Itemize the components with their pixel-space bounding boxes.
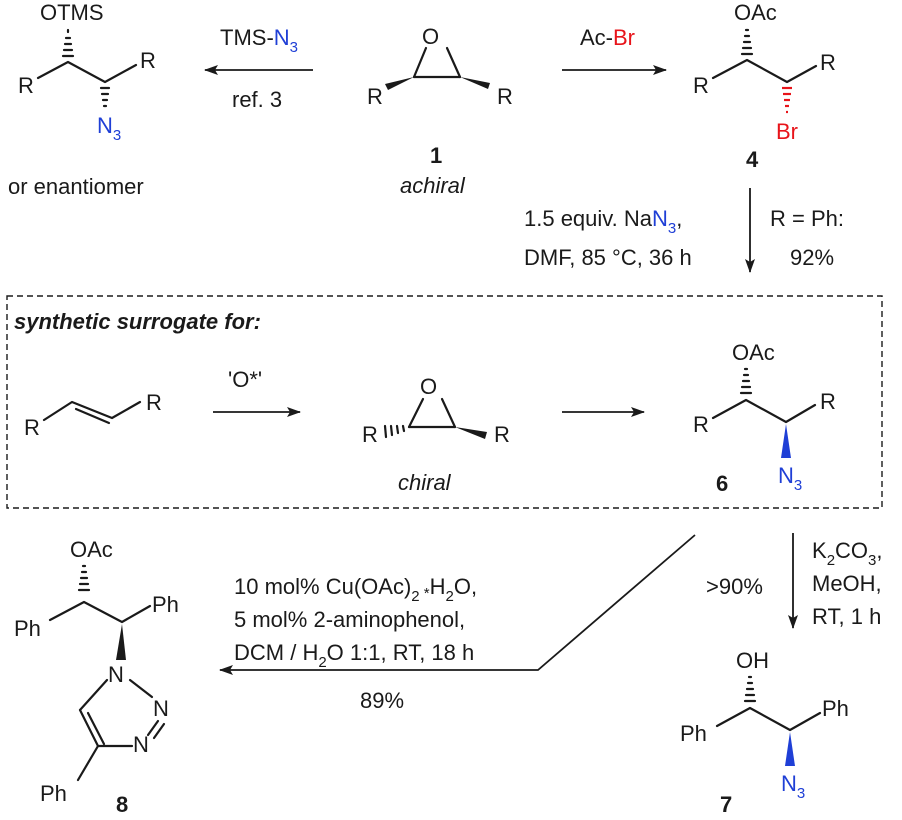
azide-label: N3 (781, 771, 805, 802)
sodium-azide-condition: 1.5 equiv. NaN3, (524, 206, 682, 237)
step-6-to-8: 10 mol% Cu(OAc)2 *H2O, 5 mol% 2-aminophe… (219, 534, 696, 713)
azide-label: N3 (97, 113, 121, 144)
rt-time-condition: RT, 1 h (812, 604, 881, 629)
copper-acetate-condition: 10 mol% Cu(OAc)2 *H2O, (234, 574, 477, 605)
hashed-bond-epoxide (383, 424, 406, 439)
wedge-bond-triazole (116, 624, 126, 660)
hashed-bond-oac (739, 367, 753, 395)
trans-alkene: R R (24, 390, 162, 440)
hashed-bond-br (782, 86, 792, 114)
compound-7: OH Ph Ph N3 7 (680, 648, 849, 817)
surrogate-box (6, 295, 883, 509)
ref-label: ref. 3 (232, 87, 282, 112)
compound-6: OAc R R N3 6 (693, 340, 836, 496)
compound-number-8: 8 (116, 792, 128, 817)
acetyl-bromide-reagent: Ac-Br (580, 25, 635, 50)
yield-90: >90% (706, 574, 763, 599)
compound-number-6: 6 (716, 471, 728, 496)
aminophenol-condition: 5 mol% 2-aminophenol, (234, 607, 465, 632)
carbon-backbone-bond (48, 600, 152, 624)
chiral-caption: chiral (398, 470, 452, 495)
wedge-bond-right (460, 77, 490, 89)
ph-left-label: Ph (680, 721, 707, 746)
r-left-label: R (693, 73, 709, 98)
surrogate-content: synthetic surrogate for: R R 'O*' O R R (14, 309, 836, 496)
r-left-label: R (18, 73, 34, 98)
r-equals-ph-label: R = Ph: (770, 206, 844, 231)
compound-4: OAc R R Br 4 (693, 0, 836, 172)
carbon-backbone-bond (36, 60, 138, 84)
epoxide-r-right: R (494, 422, 510, 447)
epoxide-oxygen-label: O (420, 374, 437, 399)
yield-92: 92% (790, 245, 834, 270)
r-left-label: R (367, 84, 383, 109)
wedge-bond-epoxide (455, 427, 487, 439)
oac-label: OAc (732, 340, 775, 365)
carbon-backbone-bond (715, 706, 822, 732)
ring-bond-n2-n3 (146, 719, 160, 737)
arrow-to-tms-product: TMS-N3 ref. 3 (204, 25, 313, 112)
arrow-to-compound-4: Ac-Br (562, 25, 667, 75)
dmf-condition: DMF, 85 °C, 36 h (524, 245, 692, 270)
enantiomer-caption: or enantiomer (8, 174, 144, 199)
compound-number-7: 7 (720, 792, 732, 817)
hashed-bond-otms (61, 28, 75, 58)
oac-label: OAc (734, 0, 777, 25)
surrogate-heading: synthetic surrogate for: (14, 309, 261, 334)
ring-bond-c5-n1 (78, 678, 109, 712)
epoxide-oxygen-label: O (422, 24, 439, 49)
azide-label: N3 (778, 463, 802, 494)
wedge-bond-azide (781, 424, 791, 458)
hashed-bond-oac (77, 564, 91, 592)
compound-number-1: 1 (430, 143, 442, 168)
bromine-label: Br (776, 119, 798, 144)
compound-8: OAc Ph Ph N N N Ph 8 (14, 537, 179, 817)
triazole-n1-label: N (108, 662, 124, 687)
ph-bottom-label: Ph (40, 781, 67, 806)
hashed-bond-azide (99, 86, 111, 108)
compound-number-4: 4 (746, 147, 759, 172)
triazole-n2-label: N (153, 696, 169, 721)
yield-89: 89% (360, 688, 404, 713)
ph-right-label: Ph (822, 696, 849, 721)
wedge-bond-left (385, 77, 414, 90)
tms-azide-reagent: TMS-N3 (220, 25, 298, 56)
phenyl-bond (76, 744, 100, 782)
wedge-bond-azide (785, 732, 795, 766)
triazole-n3-label: N (133, 732, 149, 757)
r-right-label: R (140, 48, 156, 73)
tms-azide-product: OTMS R R N3 or enantiomer (8, 0, 156, 199)
r-right-label: R (497, 84, 513, 109)
ring-bond-n1-n2 (128, 678, 154, 699)
epoxide-r-left: R (362, 422, 378, 447)
methanol-condition: MeOH, (812, 571, 882, 596)
solvent-condition: DCM / H2O 1:1, RT, 18 h (234, 640, 474, 671)
carbon-backbone-bond (711, 58, 818, 84)
potassium-carbonate-condition: K2CO3, (812, 538, 883, 569)
carbon-backbone-bond (711, 398, 817, 424)
alkene-r-left: R (24, 415, 40, 440)
hashed-bond-oac (740, 28, 754, 56)
hashed-bond-oh (743, 675, 757, 703)
alkene-r-right: R (146, 390, 162, 415)
oh-label: OH (736, 648, 769, 673)
r-right-label: R (820, 389, 836, 414)
ring-bond-c4-c5 (78, 708, 100, 748)
r-right-label: R (820, 50, 836, 75)
otms-label: OTMS (40, 0, 104, 25)
step-4-to-6: 1.5 equiv. NaN3, DMF, 85 °C, 36 h R = Ph… (524, 188, 844, 273)
oxidant-label: 'O*' (228, 367, 262, 392)
r-left-label: R (693, 412, 709, 437)
chiral-epoxide: O R R chiral (362, 374, 510, 495)
step-6-to-7: >90% K2CO3, MeOH, RT, 1 h (706, 533, 883, 629)
ph-right-label: Ph (152, 592, 179, 617)
achiral-caption: achiral (400, 173, 466, 198)
oac-label: OAc (70, 537, 113, 562)
compound-1: O R R 1 achiral (367, 24, 513, 198)
ph-left-label: Ph (14, 616, 41, 641)
